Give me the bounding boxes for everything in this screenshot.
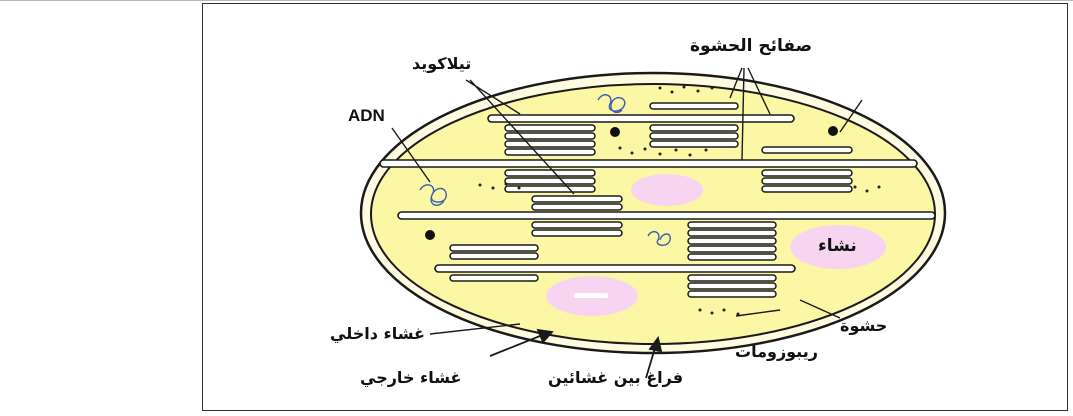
label-thylakoid: تيلاكويد bbox=[412, 56, 471, 72]
starch-core bbox=[574, 293, 608, 298]
label-intermembrane-space: فراغ بين غشائين bbox=[548, 370, 683, 386]
label-stroma: حشوة bbox=[840, 318, 887, 334]
starch-grain bbox=[631, 174, 703, 206]
label-grana-lamellae: صفائح الحشوة bbox=[690, 38, 812, 55]
label-ribosomes: ريبوزومات bbox=[735, 344, 818, 360]
label-adn: ADN bbox=[348, 107, 385, 124]
label-starch: نشاء bbox=[818, 238, 857, 255]
label-outer-membrane: غشاء خارجي bbox=[360, 370, 461, 386]
label-inner-membrane: غشاء داخلي bbox=[330, 326, 425, 342]
